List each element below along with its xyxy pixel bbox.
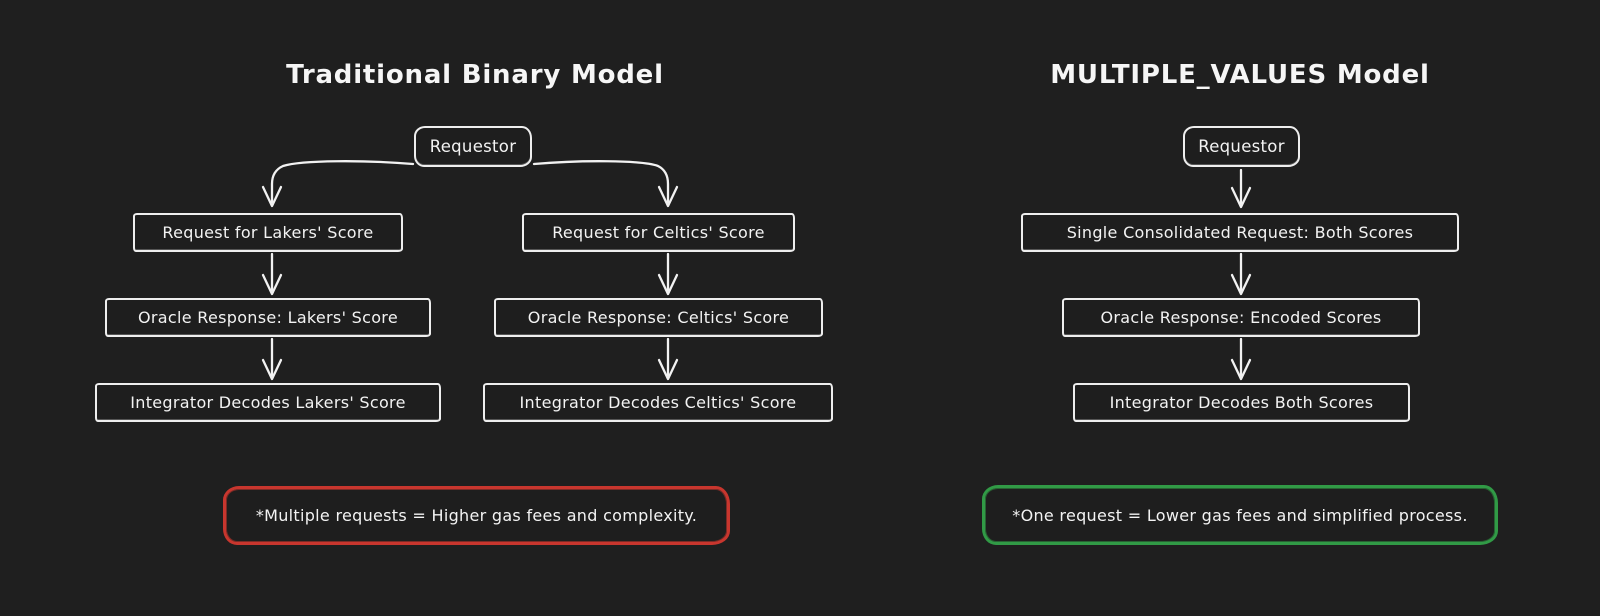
arrow-requestor-to-lakers <box>270 160 415 204</box>
multiple-values-title: MULTIPLE_VALUES Model <box>1050 60 1430 90</box>
arrowhead-consolidated <box>1230 186 1252 209</box>
lakers-request-node: Request for Lakers' Score <box>133 213 403 252</box>
arrowhead-celtics <box>657 185 679 208</box>
lakers-decode-node: Integrator Decodes Lakers' Score <box>95 383 441 422</box>
celtics-response-node: Oracle Response: Celtics' Score <box>494 298 823 337</box>
arrowhead-encoded-response <box>1230 273 1252 296</box>
multiple-values-note: *One request = Lower gas fees and simpli… <box>982 485 1498 545</box>
arrowhead-lakers <box>261 185 283 208</box>
arrowhead-lakers-decode <box>261 358 283 381</box>
arrowhead-lakers-response <box>261 273 283 296</box>
encoded-response-node: Oracle Response: Encoded Scores <box>1062 298 1420 337</box>
lakers-response-node: Oracle Response: Lakers' Score <box>105 298 431 337</box>
arrowhead-both-decode <box>1230 358 1252 381</box>
multiple-values-requestor-node: Requestor <box>1183 126 1300 167</box>
traditional-model-note: *Multiple requests = Higher gas fees and… <box>223 486 730 545</box>
celtics-request-node: Request for Celtics' Score <box>522 213 795 252</box>
consolidated-request-node: Single Consolidated Request: Both Scores <box>1021 213 1459 252</box>
both-scores-decode-node: Integrator Decodes Both Scores <box>1073 383 1410 422</box>
traditional-requestor-node: Requestor <box>414 126 532 167</box>
arrow-requestor-to-celtics <box>532 160 670 204</box>
celtics-decode-node: Integrator Decodes Celtics' Score <box>483 383 833 422</box>
arrowhead-celtics-decode <box>657 358 679 381</box>
arrowhead-celtics-response <box>657 273 679 296</box>
traditional-model-title: Traditional Binary Model <box>286 60 664 90</box>
